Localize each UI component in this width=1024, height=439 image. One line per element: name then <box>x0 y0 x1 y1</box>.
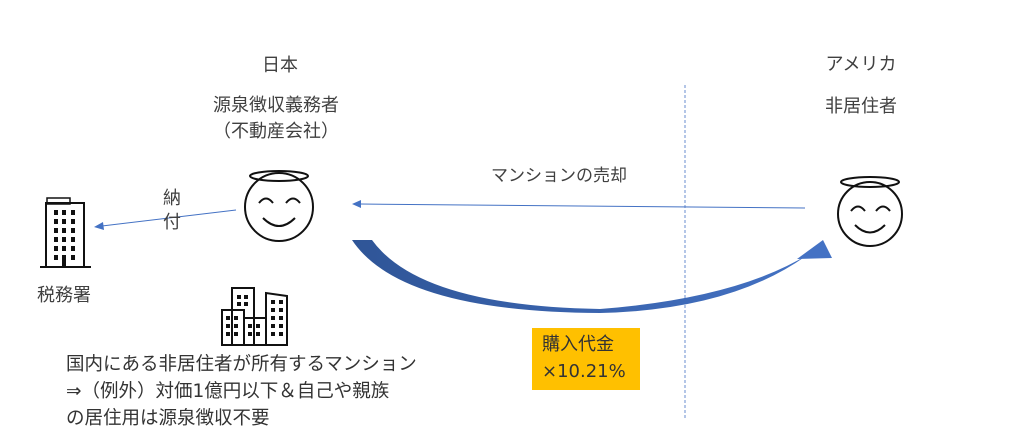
payment-label-char1: 納 <box>163 188 181 209</box>
note-line2: ⇒（例外）対価1億円以下＆自己や親族 <box>66 381 390 402</box>
price-box-line1: 購入代金 <box>542 334 614 355</box>
real-estate-company-label: （不動産会社） <box>213 121 339 142</box>
note-line1: 国内にある非居住者が所有するマンション <box>66 354 417 375</box>
exception-note: 国内にある非居住者が所有するマンション ⇒（例外）対価1億円以下＆自己や親族 の… <box>66 351 417 432</box>
price-box: 購入代金 ×10.21% <box>532 328 640 390</box>
price-box-line2: ×10.21% <box>542 361 626 382</box>
payment-arrow <box>94 209 237 230</box>
payment-flow-arrow <box>352 240 832 313</box>
payment-label-char2: 付 <box>163 212 181 233</box>
tax-office-building-icon <box>40 197 91 268</box>
note-line3: の居住用は源泉徴収不要 <box>66 408 270 429</box>
sale-arrow-label: マンションの売却 <box>491 166 627 186</box>
sale-arrow <box>352 200 806 209</box>
condominium-buildings-icon <box>221 287 288 346</box>
tax-office-label: 税務署 <box>37 285 91 306</box>
withholding-agent-label: 源泉徴収義務者 <box>213 95 339 116</box>
usa-label: アメリカ <box>825 54 897 75</box>
withholding-agent-angel-face-icon <box>244 170 314 242</box>
non-resident-label: 非居住者 <box>825 96 897 117</box>
japan-label: 日本 <box>262 55 298 76</box>
non-resident-angel-face-icon <box>837 176 903 247</box>
